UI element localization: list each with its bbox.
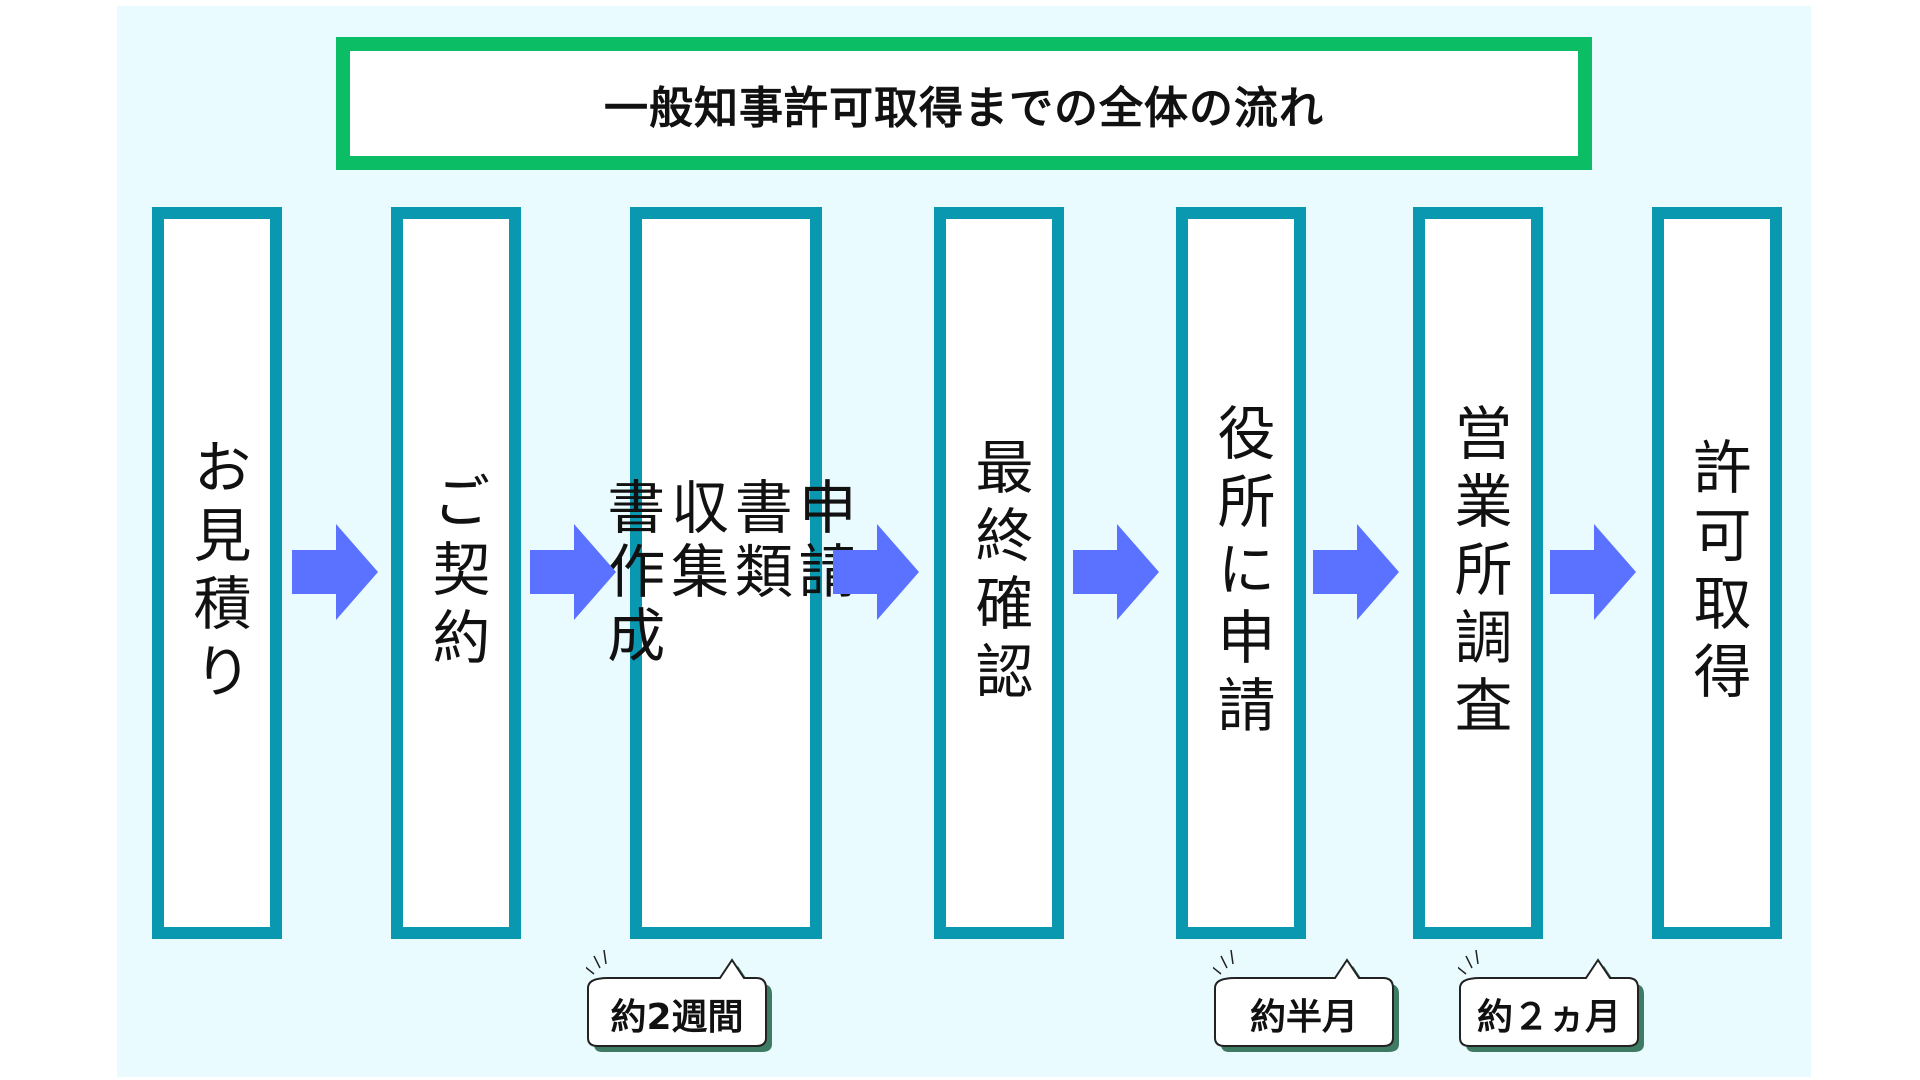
duration-bubble: 約２ヵ月 [1458, 944, 1654, 1052]
step-label: お見積り [183, 437, 252, 709]
arrow-right-icon [1073, 524, 1159, 620]
step-label: 申請 書類 収集 書作成 [597, 477, 857, 669]
title-box: 一般知事許可取得までの全体の流れ [336, 37, 1592, 170]
step-final-check: 最終確認 [934, 207, 1064, 939]
arrow-right-icon [833, 524, 919, 620]
arrow-right-icon [1550, 524, 1636, 620]
diagram-title: 一般知事許可取得までの全体の流れ [604, 82, 1324, 134]
step-label: 許可取得 [1683, 437, 1752, 709]
step-office-inspection: 営業所調査 [1413, 207, 1543, 939]
arrow-right-icon [1313, 524, 1399, 620]
duration-bubble: 約半月 [1213, 944, 1409, 1052]
duration-label: 約半月 [1249, 997, 1358, 1038]
duration-label: 約2週間 [610, 997, 744, 1038]
step-document-collection: 申請 書類 収集 書作成 [597, 207, 857, 939]
speech-bubble-icon [586, 949, 772, 1052]
step-label: ご契約 [422, 471, 491, 675]
duration-bubble: 約2週間 [586, 944, 782, 1052]
step-estimate: お見積り [152, 207, 282, 939]
step-label: 役所に申請 [1207, 403, 1276, 743]
step-label: 営業所調査 [1444, 403, 1513, 743]
step-license-acquired: 許可取得 [1652, 207, 1782, 939]
speech-bubble-icon [1458, 949, 1644, 1052]
step-office-application: 役所に申請 [1176, 207, 1306, 939]
arrow-right-icon [292, 524, 378, 620]
speech-bubble-icon [1213, 949, 1399, 1052]
step-label: 最終確認 [965, 437, 1034, 709]
arrow-right-icon [530, 524, 616, 620]
step-contract: ご契約 [391, 207, 521, 939]
duration-label: 約２ヵ月 [1476, 997, 1621, 1038]
